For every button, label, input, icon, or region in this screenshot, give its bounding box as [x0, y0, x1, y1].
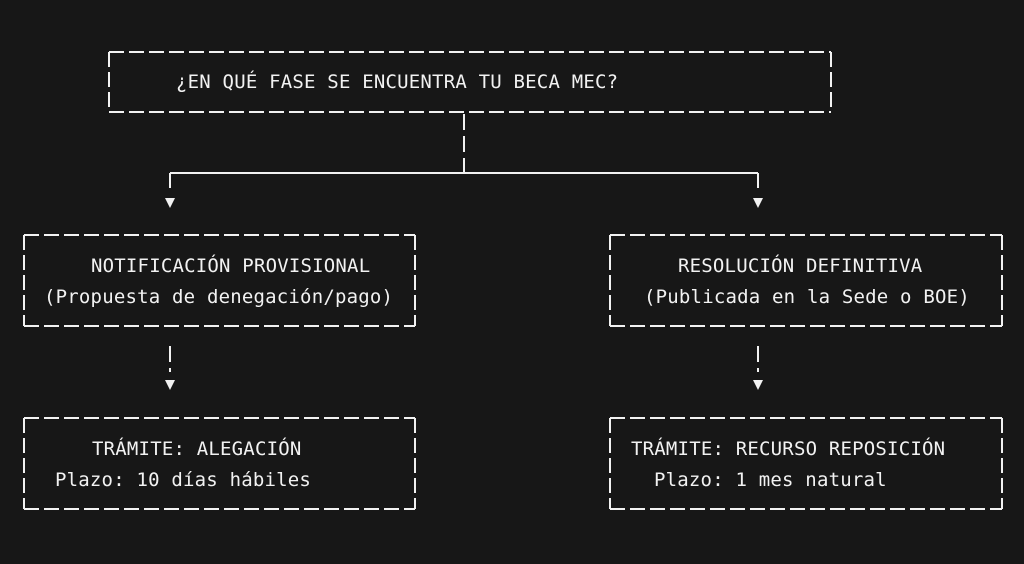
definitive-title: RESOLUCIÓN DEFINITIVA	[678, 255, 923, 277]
reposicion-deadline: Plazo: 1 mes natural	[654, 469, 887, 491]
alegacion-procedure: TRÁMITE: ALEGACIÓN	[92, 438, 302, 460]
left-branch-arrow-icon	[165, 198, 175, 208]
alegacion-box-border	[23, 417, 416, 510]
reposicion-box-border	[609, 417, 1003, 510]
right-branch-arrow-icon	[753, 198, 763, 208]
alegacion-deadline: Plazo: 10 días hábiles	[55, 469, 312, 491]
definitive-subtitle: (Publicada en la Sede o BOE)	[644, 286, 970, 308]
diagram-title: ¿EN QUÉ FASE SE ENCUENTRA TU BECA MEC?	[176, 71, 619, 93]
provisional-subtitle: (Propuesta de denegación/pago)	[44, 286, 394, 308]
question-box-border	[108, 51, 832, 113]
reposicion-procedure: TRÁMITE: RECURSO REPOSICIÓN	[631, 438, 946, 460]
right-procedure-arrow-icon	[753, 380, 763, 390]
left-procedure-arrow-icon	[165, 380, 175, 390]
definitive-box-border	[609, 234, 1003, 327]
provisional-title: NOTIFICACIÓN PROVISIONAL	[91, 255, 371, 277]
provisional-box-border	[23, 234, 416, 327]
